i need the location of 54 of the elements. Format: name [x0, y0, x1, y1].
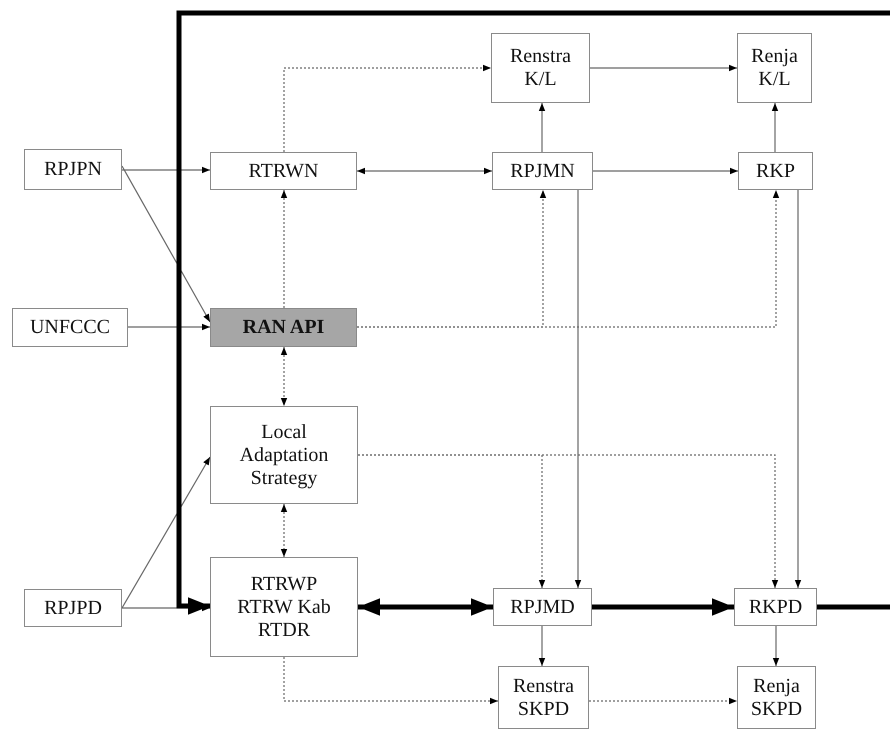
process-box [492, 152, 593, 190]
arrow [357, 168, 492, 174]
box-label: Local Adaptation Strategy [238, 420, 330, 490]
arrow [122, 166, 210, 174]
arrow [794, 190, 802, 588]
thick-arrow [176, 10, 890, 615]
box-label: Renstra K/L [508, 45, 572, 91]
box-label: RKPD [748, 596, 802, 618]
dashed-arrow [280, 347, 288, 406]
box-label: RTRWN [248, 160, 318, 182]
arrow [772, 103, 778, 152]
arrow [121, 456, 211, 608]
box-label: Renstra SKPD [512, 674, 576, 720]
process-box [737, 33, 812, 103]
box-label: RAN API [242, 316, 324, 339]
thick-arrow [592, 598, 734, 616]
box-label: RPJMN [510, 160, 575, 182]
dashed-arrow [589, 698, 737, 704]
process-box [24, 149, 122, 190]
dashed-arrow [280, 504, 288, 557]
arrow [772, 626, 780, 666]
process-box [498, 666, 589, 729]
arrow [121, 166, 211, 322]
thick-arrow [358, 598, 493, 616]
process-box [210, 406, 358, 504]
box-label: Renja K/L [750, 45, 799, 91]
box-label: Renja SKPD [750, 674, 804, 720]
process-box [491, 33, 590, 103]
box-label: RKP [756, 160, 795, 182]
arrow [590, 64, 737, 72]
dashed-arrow [283, 657, 498, 704]
process-box [12, 308, 128, 347]
dashed-arrow [283, 64, 491, 152]
arrow [538, 103, 546, 152]
dashed-arrow [358, 454, 778, 588]
process-box [24, 589, 122, 627]
box-label: RPJMD [510, 596, 575, 618]
process-box [210, 557, 358, 657]
arrow [538, 626, 546, 666]
highlighted-box [210, 308, 357, 347]
process-box [493, 588, 592, 626]
arrow [128, 324, 210, 330]
box-label: RPJPD [44, 596, 102, 620]
dashed-arrow [280, 190, 288, 308]
dashed-arrow [357, 190, 780, 328]
box-label: UNFCCC [30, 316, 110, 339]
process-box [737, 666, 816, 729]
process-box [210, 152, 357, 190]
box-label: RTRWP RTRW Kab RTDR [236, 572, 332, 642]
box-label: RPJPN [44, 158, 102, 181]
process-box [734, 588, 817, 626]
arrow [574, 190, 582, 588]
arrow [593, 168, 738, 174]
process-box [738, 152, 813, 190]
